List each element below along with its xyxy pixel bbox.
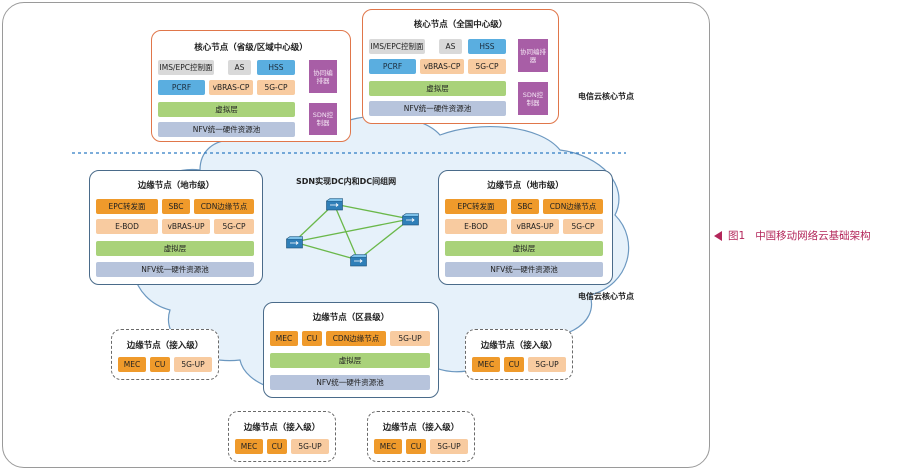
sdn-mesh [293,203,411,261]
as-box: AS [228,60,251,75]
node-title: 边缘节点（接入级） [382,423,460,433]
hss-box: HSS [257,60,295,75]
mec-box: MEC [472,357,500,372]
access-node: 边缘节点（接入级） MEC CU 5G-UP [367,411,475,462]
sbc-box: SBC [511,199,539,214]
mesh-link [293,241,359,261]
edge-node-county: 边缘节点（区县级） MEC CU CDN边缘节点 5G-UP 虚拟层 NFV统一… [263,302,439,398]
node-title: 边缘节点（接入级） [126,341,204,351]
virtual-layer: 虚拟层 [96,241,254,256]
5g-up-box: 5G-UP [430,439,468,454]
mesh-link [293,218,411,243]
e-bod-box: E-BOD [445,219,507,234]
sdn-controller-box: SDN控制器 [518,82,548,115]
dc-switch-icon [402,213,419,226]
dc-switch-icon [286,236,303,249]
node-title: 边缘节点（地市级） [137,181,215,191]
nfv-pool: NFV统一硬件资源池 [445,262,603,277]
mec-box: MEC [374,439,402,454]
edge-node-city-left: 边缘节点（地市级） EPC转发面 SBC CDN边缘节点 E-BOD vBRAS… [89,170,263,285]
access-node: 边缘节点（接入级） MEC CU 5G-UP [228,411,336,462]
sdn-controller-box: SDN控制器 [309,103,337,135]
nfv-pool: NFV统一硬件资源池 [96,262,254,277]
mesh-link [293,203,335,243]
cloud-core-label-lower: 电信云核心节点 [578,292,634,301]
figure-number: 图1 [728,230,746,242]
5g-cp-box: 5G-CP [563,219,603,234]
cdn-edge-box: CDN边缘节点 [326,331,386,346]
node-title: 边缘节点（接入级） [243,423,321,433]
virtual-layer: 虚拟层 [445,241,603,256]
as-box: AS [439,39,462,54]
nfv-pool: NFV统一硬件资源池 [270,375,430,390]
vbras-cp-box: vBRAS-CP [420,59,464,74]
hss-box: HSS [468,39,506,54]
vbras-up-box: vBRAS-UP [162,219,210,234]
mesh-link [357,218,411,261]
vbras-cp-box: vBRAS-CP [209,80,253,95]
epc-forwarding-box: EPC转发面 [445,199,507,214]
access-node: 边缘节点（接入级） MEC CU 5G-UP [465,329,573,380]
cdn-edge-box: CDN边缘节点 [194,199,254,214]
cdn-edge-box: CDN边缘节点 [543,199,603,214]
node-title: 核心节点（省级/区域中心级） [194,43,308,53]
5g-up-box: 5G-UP [291,439,329,454]
virtual-layer: 虚拟层 [369,81,506,96]
vbras-up-box: vBRAS-UP [511,219,559,234]
node-title: 核心节点（全国中心级） [413,20,508,30]
5g-cp-box: 5G-CP [257,80,295,95]
5g-up-box: 5G-UP [528,357,566,372]
dc-switch-icon [350,254,367,267]
node-title: 边缘节点（接入级） [480,341,558,351]
cu-box: CU [302,331,322,346]
pcrf-box: PCRF [158,80,205,95]
epc-forwarding-box: EPC转发面 [96,199,158,214]
caret-left-icon [714,230,722,241]
nfv-pool: NFV统一硬件资源池 [369,101,506,116]
e-bod-box: E-BOD [96,219,158,234]
mec-box: MEC [118,357,146,372]
orchestrator-box: 协同编排器 [518,39,548,72]
mesh-link [333,203,411,220]
figure-caption: 图1 中国移动网络云基础架构 [714,228,871,243]
5g-up-box: 5G-UP [174,357,212,372]
cu-box: CU [406,439,426,454]
cu-box: CU [267,439,287,454]
5g-up-box: 5G-UP [390,331,430,346]
node-title: 边缘节点（区县级） [312,313,390,323]
virtual-layer: 虚拟层 [158,102,295,117]
mec-box: MEC [270,331,298,346]
figure-title: 中国移动网络云基础架构 [755,230,871,242]
ims-epc-box: IMS/EPC控制面 [158,60,214,75]
cloud-core-label: 电信云核心节点 [578,92,634,101]
mec-box: MEC [235,439,263,454]
5g-cp-box: 5G-CP [468,59,506,74]
orchestrator-box: 协同编排器 [309,60,337,93]
access-node: 边缘节点（接入级） MEC CU 5G-UP [111,329,219,380]
core-node-national: 核心节点（全国中心级） IMS/EPC控制面 AS HSS PCRF vBRAS… [362,9,559,124]
sbc-box: SBC [162,199,190,214]
node-title: 边缘节点（地市级） [487,181,564,191]
virtual-layer: 虚拟层 [270,353,430,368]
dc-switch-icon [326,198,343,211]
nfv-pool: NFV统一硬件资源池 [158,122,295,137]
ims-epc-box: IMS/EPC控制面 [369,39,425,54]
sdn-label: SDN实现DC内和DC间组网 [296,177,397,186]
cu-box: CU [504,357,524,372]
core-node-provincial: 核心节点（省级/区域中心级） IMS/EPC控制面 AS HSS PCRF vB… [151,30,351,142]
5g-cp-box: 5G-CP [214,219,254,234]
cu-box: CU [150,357,170,372]
pcrf-box: PCRF [369,59,416,74]
edge-node-city-right: 边缘节点（地市级） EPC转发面 SBC CDN边缘节点 E-BOD vBRAS… [438,170,613,285]
